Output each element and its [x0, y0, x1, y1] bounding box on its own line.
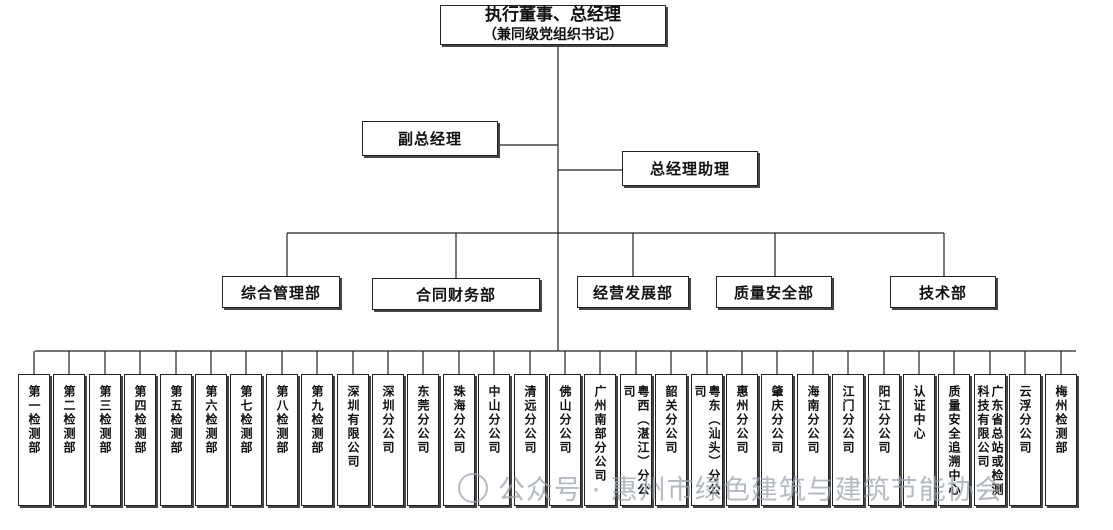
ceo-title: 执行董事、总经理: [485, 5, 621, 25]
unit-box: 江门分公司: [832, 374, 864, 506]
dept-label: 质量安全部: [733, 283, 814, 302]
unit-label: 清远分公司: [523, 385, 537, 455]
unit-box: 第三检测部: [89, 374, 121, 506]
unit-label: 江门分公司: [841, 385, 855, 455]
unit-box: 肇庆分公司: [761, 374, 793, 506]
unit-label: 第八检测部: [275, 385, 289, 455]
unit-box: 广东省总站或检测科技有限公司: [974, 374, 1006, 506]
unit-box: 佛山分公司: [549, 374, 581, 506]
unit-label: 粤西（湛江）分公司: [622, 385, 650, 497]
deputy-gm-label: 副总经理: [397, 130, 462, 148]
unit-label: 云浮分公司: [1018, 385, 1032, 455]
unit-label: 中山分公司: [487, 385, 501, 455]
unit-box: 深圳分公司: [372, 374, 404, 506]
deputy-gm-box: 副总经理: [362, 121, 498, 156]
unit-box: 云浮分公司: [1009, 374, 1041, 506]
unit-box: 深圳有限公司: [337, 374, 369, 506]
unit-box: 粤东（汕头）分公司: [691, 374, 723, 506]
unit-box: 第一检测部: [18, 374, 50, 506]
unit-label: 第七检测部: [239, 385, 253, 455]
unit-box: 第五检测部: [160, 374, 192, 506]
unit-label: 第三检测部: [98, 385, 112, 455]
ceo-box: 执行董事、总经理 （兼同级党组织书记）: [440, 5, 666, 45]
unit-box: 清远分公司: [514, 374, 546, 506]
unit-label: 阳江分公司: [877, 385, 891, 455]
unit-label: 粤东（汕头）分公司: [693, 385, 721, 497]
unit-label: 第四检测部: [133, 385, 147, 455]
unit-label: 深圳有限公司: [346, 385, 360, 469]
dept-label: 技术部: [918, 283, 967, 302]
unit-box: 粤西（湛江）分公司: [620, 374, 652, 506]
dept-contract-finance: 合同财务部: [372, 278, 540, 310]
unit-box: 第九检测部: [301, 374, 333, 506]
unit-box: 广州南部分公司: [584, 374, 616, 506]
unit-label: 海南分公司: [806, 385, 820, 455]
unit-box: 第四检测部: [124, 374, 156, 506]
unit-box: 东莞分公司: [407, 374, 439, 506]
unit-label: 肇庆分公司: [770, 385, 784, 455]
unit-label: 第二检测部: [62, 385, 76, 455]
dept-business-development: 经营发展部: [577, 276, 689, 308]
unit-label: 认证中心: [912, 385, 926, 441]
watermark: 公众号 · 惠州市绿色建筑与建筑节能协会: [458, 468, 1003, 507]
unit-label: 第五检测部: [169, 385, 183, 455]
unit-label: 梅州检测部: [1054, 385, 1068, 455]
ceo-subtitle: （兼同级党组织书记）: [483, 27, 623, 43]
wechat-icon: [458, 473, 488, 503]
unit-box: 第六检测部: [195, 374, 227, 506]
unit-box: 韶关分公司: [655, 374, 687, 506]
unit-box: 第八检测部: [266, 374, 298, 506]
unit-label: 深圳分公司: [381, 385, 395, 455]
dept-label: 经营发展部: [592, 283, 673, 302]
unit-label: 第六检测部: [204, 385, 218, 455]
unit-label: 第九检测部: [310, 385, 324, 455]
unit-label: 珠海分公司: [452, 385, 466, 455]
unit-label: 广州南部分公司: [593, 385, 607, 483]
unit-label: 质量安全追溯中心: [947, 385, 961, 497]
gm-assistant-box: 总经理助理: [622, 151, 758, 186]
dept-label: 合同财务部: [415, 285, 496, 304]
unit-box: 阳江分公司: [868, 374, 900, 506]
dept-technology: 技术部: [890, 276, 996, 308]
unit-box: 第二检测部: [53, 374, 85, 506]
dept-quality-safety: 质量安全部: [716, 276, 832, 308]
unit-label: 第一检测部: [27, 385, 41, 455]
unit-box: 惠州分公司: [726, 374, 758, 506]
unit-box: 海南分公司: [797, 374, 829, 506]
unit-label: 佛山分公司: [558, 385, 572, 455]
watermark-text: 公众号 · 惠州市绿色建筑与建筑节能协会: [498, 475, 1003, 506]
unit-box: 第七检测部: [230, 374, 262, 506]
gm-assistant-label: 总经理助理: [649, 160, 730, 178]
unit-box: 认证中心: [903, 374, 935, 506]
unit-label: 广东省总站或检测科技有限公司: [976, 385, 1004, 497]
dept-label: 综合管理部: [240, 283, 321, 302]
unit-label: 韶关分公司: [664, 385, 678, 455]
unit-label: 东莞分公司: [416, 385, 430, 455]
unit-label: 惠州分公司: [735, 385, 749, 455]
dept-general-management: 综合管理部: [222, 276, 340, 308]
unit-box: 质量安全追溯中心: [938, 374, 970, 506]
unit-box: 梅州检测部: [1045, 374, 1077, 506]
